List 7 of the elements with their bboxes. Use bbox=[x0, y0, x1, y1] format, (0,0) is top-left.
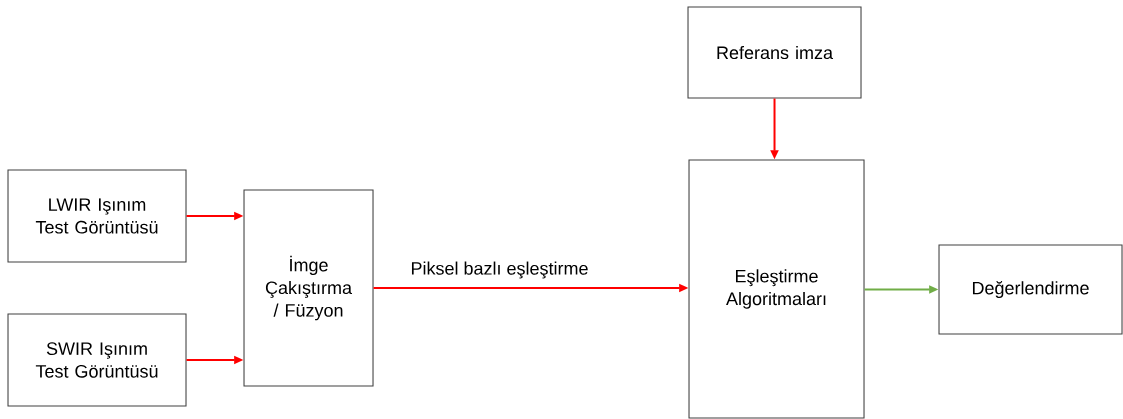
process-box: Değerlendirme bbox=[938, 244, 1123, 335]
process-box: İmge Çakıştırma / Füzyon bbox=[243, 189, 374, 387]
process-box: Eşleştirme Algoritmaları bbox=[688, 159, 865, 419]
process-box: LWIR Işınım Test Görüntüsü bbox=[7, 169, 187, 263]
process-box: SWIR Işınım Test Görüntüsü bbox=[7, 313, 187, 407]
edge-label: Piksel bazlı eşleştirme bbox=[407, 258, 592, 282]
process-box: Referans imza bbox=[687, 6, 862, 99]
